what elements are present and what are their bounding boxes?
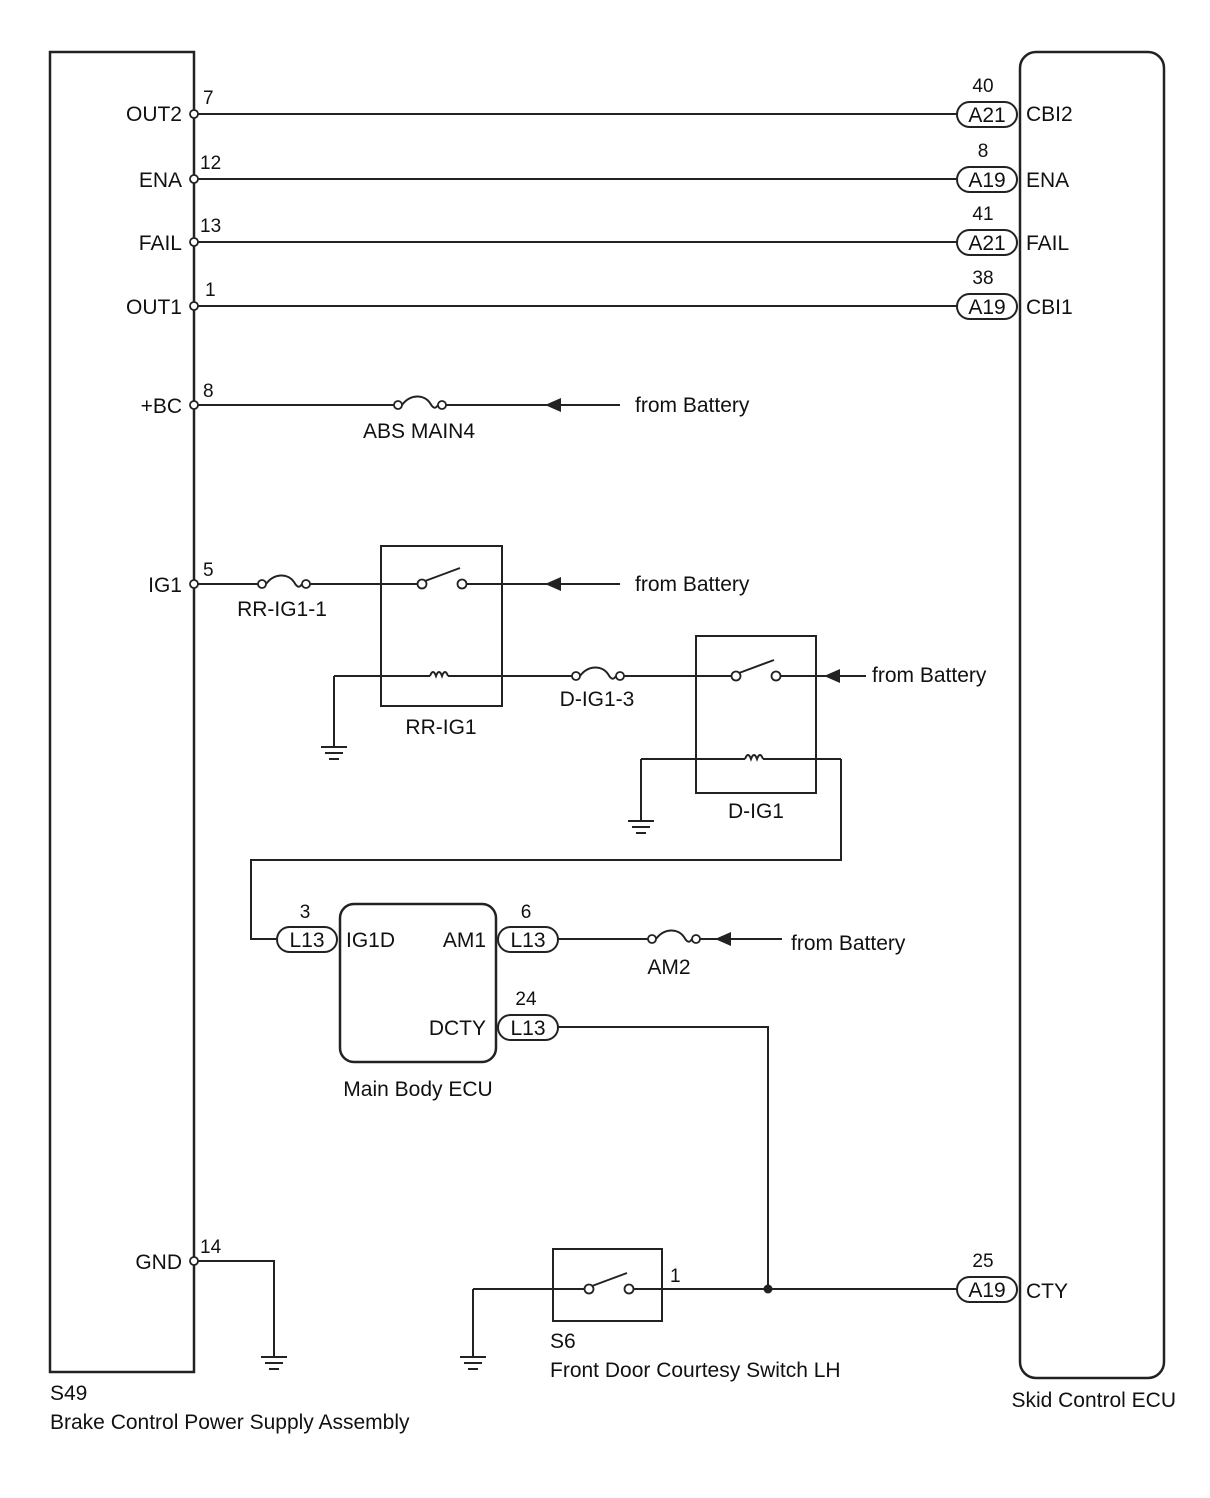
bc-power-line: +BC 8 ABS MAIN4 from Battery [141, 381, 750, 443]
out1-label: OUT1 [126, 296, 182, 319]
rr-ig1-relay: from Battery RR-IG1 [334, 545, 750, 739]
main-body-ecu: Main Body ECU L13 3 IG1D L13 6 AM1 L13 2… [276, 902, 559, 1101]
rr-ig1-1-fuse-label: RR-IG1-1 [237, 598, 327, 621]
bc-label: +BC [141, 395, 182, 418]
cbi1-label: CBI1 [1026, 296, 1073, 319]
out1-pin: 1 [205, 280, 216, 301]
am1-label: AM1 [443, 929, 486, 952]
am1-arrow-icon [715, 932, 731, 946]
am1-source-label: from Battery [791, 932, 906, 955]
d-ig1-source-label: from Battery [872, 664, 987, 687]
ena-pin-right: 8 [978, 141, 989, 162]
fail-label-right: FAIL [1026, 232, 1069, 255]
am1-connector: L13 [510, 929, 545, 952]
signal-line-ena: ENA 12 A19 8 ENA [139, 141, 1069, 193]
door-switch-ground-icon [460, 1289, 486, 1370]
signal-line-fail: FAIL 13 A21 41 FAIL [139, 204, 1069, 256]
cty-label: CTY [1026, 1280, 1068, 1303]
signal-line-out1: OUT1 1 A19 38 CBI1 [126, 268, 1073, 320]
brake-supply-name: Brake Control Power Supply Assembly [50, 1411, 410, 1434]
dcty-wire [558, 1026, 769, 1289]
ig1-power-line: IG1 5 RR-IG1-1 [148, 560, 418, 621]
junction-dot [763, 1284, 773, 1294]
d-ig1-ground-icon [628, 759, 654, 834]
fail-label-left: FAIL [139, 232, 182, 255]
ig1-arrow-icon [545, 577, 561, 591]
gnd-line: GND 14 [135, 1237, 275, 1356]
am1-pin: 6 [521, 902, 532, 923]
a21-connector-fail: A21 [968, 232, 1005, 255]
ig1-label: IG1 [148, 574, 182, 597]
fail-pin-right: 41 [972, 204, 993, 225]
door-switch-pin: 1 [670, 1266, 681, 1287]
cbi1-pin: 38 [972, 268, 993, 289]
bc-source-label: from Battery [635, 394, 750, 417]
am2-fuse-label: AM2 [647, 956, 690, 979]
cbi2-pin: 40 [972, 76, 993, 97]
d-ig1-relay-label: D-IG1 [728, 800, 784, 823]
d-ig1-arrow-icon [824, 669, 840, 683]
skid-ecu-name: Skid Control ECU [1011, 1389, 1176, 1412]
skid-ecu-box [1018, 50, 1166, 1380]
bc-pin: 8 [203, 381, 214, 402]
door-switch-code: S6 [550, 1330, 576, 1353]
a19-connector-ena: A19 [968, 169, 1005, 192]
brake-supply-box [48, 50, 196, 1374]
a21-connector: A21 [968, 104, 1005, 127]
abs-main4-fuse-label: ABS MAIN4 [363, 420, 475, 443]
rr-ig1-relay-label: RR-IG1 [405, 716, 476, 739]
dcty-pin: 24 [515, 989, 537, 1010]
d-ig1-relay: from Battery D-IG1 [641, 635, 987, 823]
s49-ground-icon [261, 1356, 287, 1370]
ena-pin-left: 12 [200, 153, 221, 174]
cty-line: A19 25 CTY [633, 1251, 1068, 1303]
main-body-ecu-label: Main Body ECU [343, 1078, 492, 1101]
cbi2-label: CBI2 [1026, 103, 1073, 126]
d-ig1-3-fuse: D-IG1-3 [560, 666, 732, 711]
ig1d-label: IG1D [346, 929, 395, 952]
gnd-pin: 14 [200, 1237, 222, 1258]
d-ig1-to-ig1d-wire [250, 759, 842, 940]
cty-connector: A19 [968, 1279, 1005, 1302]
a19-connector-out1: A19 [968, 296, 1005, 319]
d-ig1-coil-icon [744, 754, 764, 762]
signal-line-out2: OUT2 7 A21 40 CBI2 [126, 76, 1073, 128]
dcty-label: DCTY [429, 1017, 486, 1040]
gnd-label: GND [135, 1251, 182, 1274]
rr-ig1-ground-icon [321, 676, 347, 760]
am1-power-line: AM2 from Battery [558, 929, 906, 979]
ig1d-connector: L13 [289, 929, 324, 952]
ig1-source-label: from Battery [635, 573, 750, 596]
ena-label-right: ENA [1026, 169, 1069, 192]
brake-supply-code: S49 [50, 1382, 87, 1405]
dcty-connector: L13 [510, 1017, 545, 1040]
d-ig1-3-fuse-label: D-IG1-3 [560, 688, 635, 711]
bc-arrow-icon [545, 398, 561, 412]
out2-label: OUT2 [126, 103, 182, 126]
door-switch-name: Front Door Courtesy Switch LH [550, 1359, 841, 1382]
rr-ig1-coil-icon [429, 671, 449, 679]
fail-pin-left: 13 [200, 216, 221, 237]
ena-label-left: ENA [139, 169, 182, 192]
out2-pin: 7 [203, 88, 214, 109]
cty-pin: 25 [972, 1251, 993, 1272]
ig1d-pin: 3 [300, 902, 311, 923]
ig1-pin: 5 [203, 560, 214, 581]
door-switch: 1 S6 Front Door Courtesy Switch LH [473, 1248, 841, 1382]
